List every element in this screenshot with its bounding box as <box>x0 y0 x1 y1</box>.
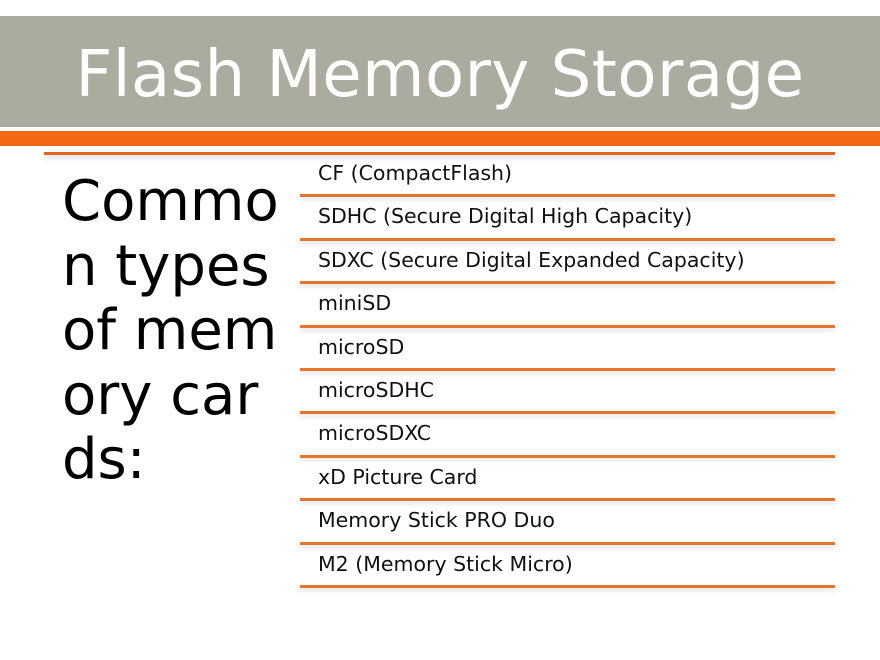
list-item-label: microSDXC <box>318 421 432 446</box>
list-item-label: miniSD <box>318 291 392 316</box>
memory-card-list: CF (CompactFlash) SDHC (Secure Digital H… <box>300 154 835 588</box>
divider <box>300 541 835 545</box>
divider <box>300 237 835 241</box>
list-item-label: SDXC (Secure Digital Expanded Capacity) <box>318 247 745 272</box>
list-item-label: microSDHC <box>318 377 434 402</box>
divider <box>300 281 835 285</box>
list-item: M2 (Memory Stick Micro) <box>300 545 835 588</box>
content-heading: Common types of memory cards: <box>62 169 279 492</box>
slide-title: Flash Memory Storage <box>75 38 805 112</box>
title-band: Flash Memory Storage <box>0 16 880 127</box>
divider <box>300 367 835 371</box>
list-item: microSD <box>300 328 835 371</box>
divider <box>300 194 835 198</box>
list-item-label: xD Picture Card <box>318 464 478 489</box>
divider <box>300 498 835 502</box>
list-item-label: microSD <box>318 334 405 359</box>
divider <box>300 584 835 588</box>
list-item-label: Memory Stick PRO Duo <box>318 508 555 533</box>
divider <box>300 454 835 458</box>
list-item: Memory Stick PRO Duo <box>300 501 835 545</box>
top-divider <box>44 152 835 155</box>
list-item: microSDXC <box>300 414 835 458</box>
list-item: SDXC (Secure Digital Expanded Capacity) <box>300 241 835 285</box>
list-item: miniSD <box>300 284 835 328</box>
divider <box>300 324 835 328</box>
accent-bar <box>0 131 880 146</box>
divider <box>300 411 835 415</box>
list-item: SDHC (Secure Digital High Capacity) <box>300 197 835 241</box>
list-item: xD Picture Card <box>300 458 835 502</box>
list-item: CF (CompactFlash) <box>300 154 835 198</box>
list-item-label: CF (CompactFlash) <box>318 161 513 185</box>
list-item-label: SDHC (Secure Digital High Capacity) <box>318 204 693 229</box>
list-item: microSDHC <box>300 371 835 415</box>
list-item-label: M2 (Memory Stick Micro) <box>318 551 573 576</box>
